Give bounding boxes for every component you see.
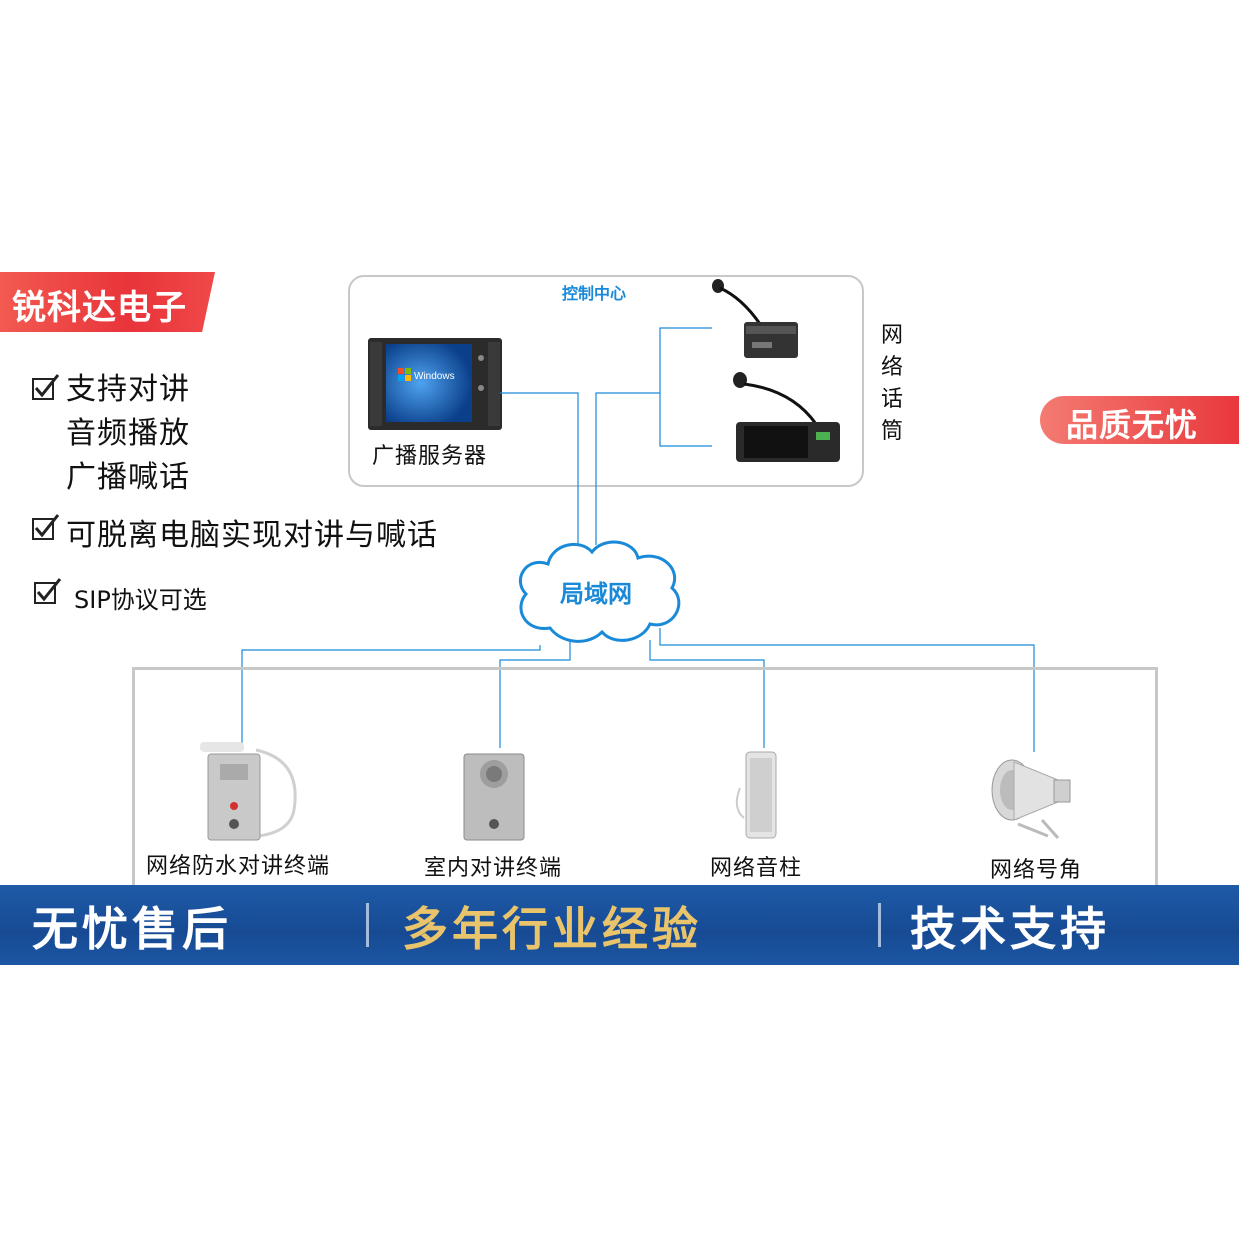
checkbox-icon xyxy=(32,374,60,400)
lan-cloud-icon xyxy=(519,540,681,643)
feature-offline: 可脱离电脑实现对讲与喊话 xyxy=(66,518,438,553)
terminal-label: 网络号角 xyxy=(990,858,1083,883)
quality-badge: 品质无忧 xyxy=(1040,396,1239,444)
banner-after-sales: 无忧售后 xyxy=(32,902,232,956)
control-center-title: 控制中心 xyxy=(562,284,627,303)
waterproof-intercom-icon xyxy=(200,742,297,841)
banner-tech-support: 技术支持 xyxy=(910,902,1110,956)
server-monitor-icon: Windows xyxy=(368,338,502,430)
terminal-label: 网络音柱 xyxy=(710,856,803,881)
touchscreen-microphone-icon xyxy=(733,372,840,462)
server-label: 广播服务器 xyxy=(372,444,488,469)
mic-label-char: 筒 xyxy=(880,419,903,444)
mic-label-char: 网 xyxy=(880,323,903,348)
feature-intercom: 支持对讲 xyxy=(66,372,190,407)
column-speaker-icon xyxy=(735,751,777,839)
bottom-banner: 无忧售后 多年行业经验 技术支持 xyxy=(0,885,1239,965)
banner-industry-experience: 多年行业经验 xyxy=(402,902,702,956)
terminal-label: 室内对讲终端 xyxy=(424,856,563,881)
terminal-label: 网络防水对讲终端 xyxy=(146,854,331,879)
checkbox-icon xyxy=(34,578,62,604)
feature-audio-playback: 音频播放 xyxy=(66,416,190,451)
mic-label-char: 络 xyxy=(880,355,903,380)
banner-separator xyxy=(878,903,881,947)
lan-label: 局域网 xyxy=(560,580,632,608)
feature-broadcast: 广播喊话 xyxy=(66,460,190,495)
terminals-box xyxy=(132,667,1158,900)
mic-label: 网 络 话 筒 xyxy=(880,320,904,448)
brand-name: 锐科达电子 xyxy=(12,288,187,328)
feature-sip: SIP协议可选 xyxy=(74,586,207,614)
server-screen-text: Windows xyxy=(414,371,455,382)
quality-badge-text: 品质无忧 xyxy=(1066,406,1199,444)
horn-speaker-icon xyxy=(991,759,1071,839)
checkbox-icon xyxy=(32,514,60,540)
banner-separator xyxy=(366,903,369,947)
brand-tag: 锐科达电子 xyxy=(0,272,215,332)
indoor-intercom-icon xyxy=(463,753,525,841)
desktop-microphone-icon xyxy=(712,279,798,358)
mic-label-char: 话 xyxy=(880,387,903,412)
